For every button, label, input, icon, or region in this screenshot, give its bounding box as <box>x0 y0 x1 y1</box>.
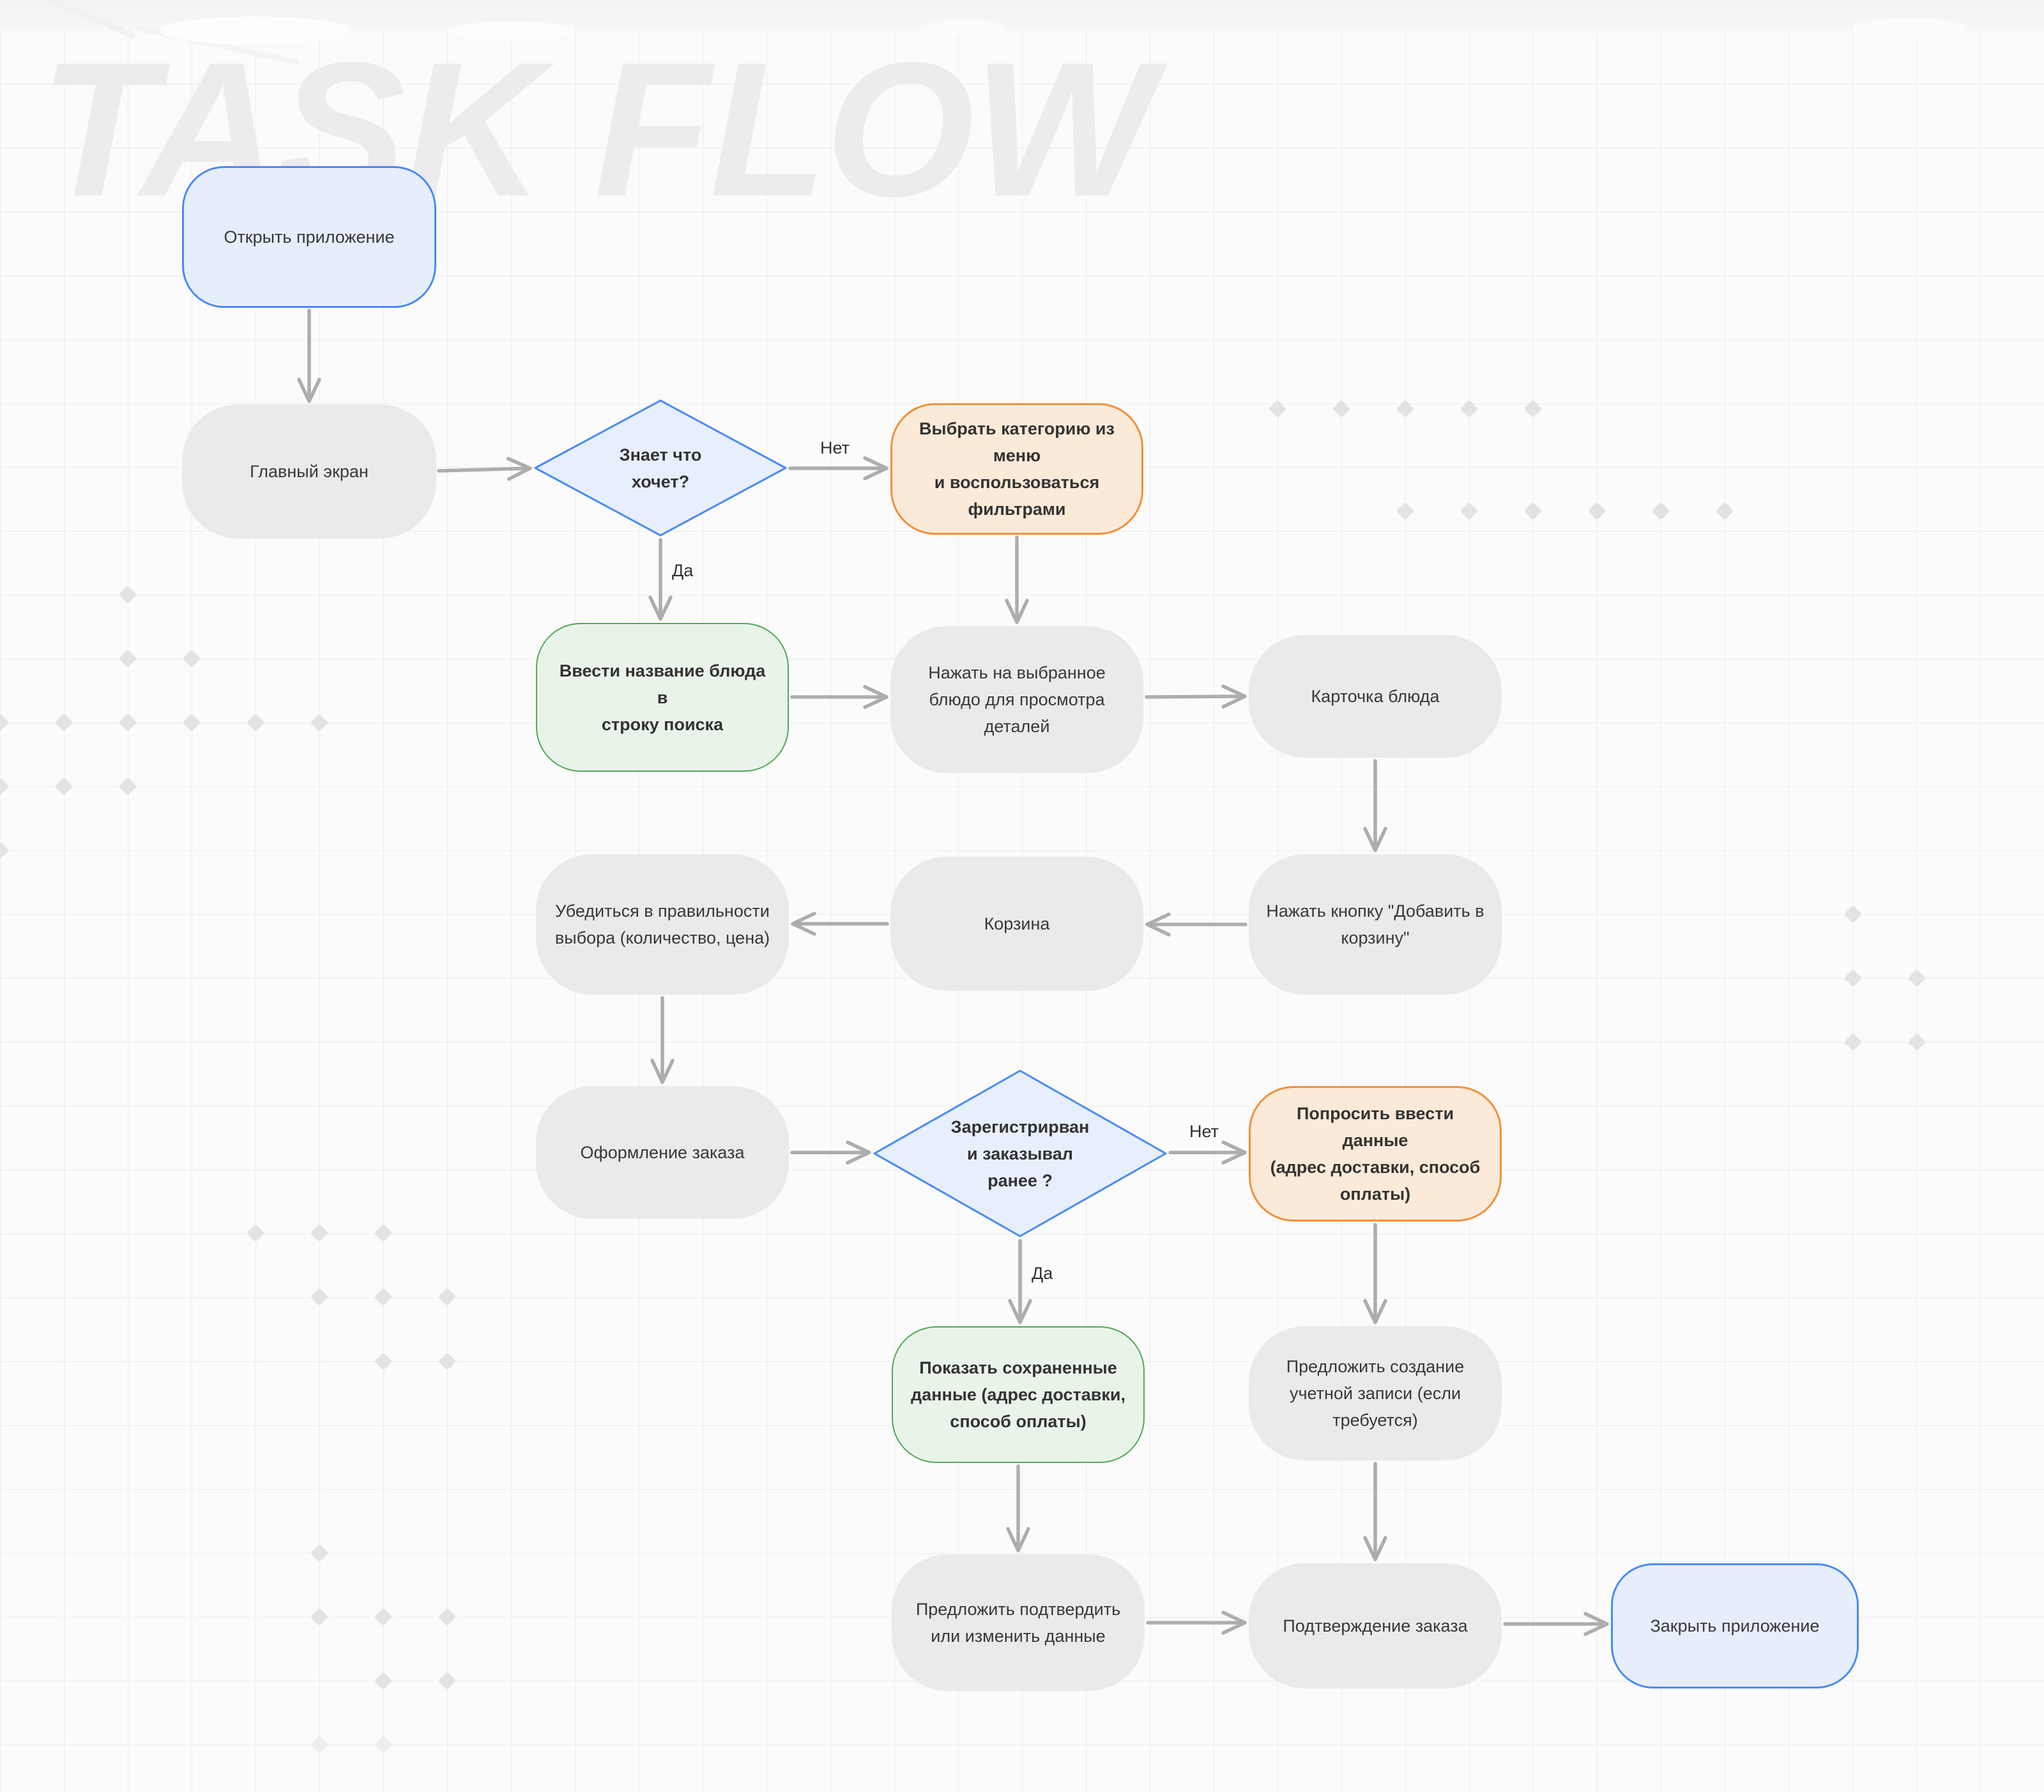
node-label: Предложить подтвердить или изменить данн… <box>915 1600 1121 1646</box>
node-label: Открыть приложение <box>224 227 395 247</box>
edge-label-yes: Да <box>1032 1264 1053 1283</box>
node-label: Подтверждение заказа <box>1283 1616 1468 1635</box>
node-add-to-cart[interactable]: Нажать кнопку "Добавить в корзину" <box>1249 854 1502 995</box>
node-knows-what-wants[interactable]: Знает что хочет? <box>534 399 787 537</box>
node-label: Карточка блюда <box>1311 687 1440 706</box>
node-label: Выбрать категорию из меню и воспользоват… <box>919 419 1115 519</box>
node-label: Корзина <box>984 914 1050 933</box>
node-label: Закрыть приложение <box>1650 1616 1820 1635</box>
decision-diamond-shape <box>873 1069 1167 1237</box>
node-dish-card[interactable]: Карточка блюда <box>1249 635 1502 758</box>
node-tap-dish[interactable]: Нажать на выбранное блюдо для просмотра … <box>890 626 1143 773</box>
node-label: Нажать кнопку "Добавить в корзину" <box>1266 901 1484 947</box>
edge-label-yes: Да <box>672 561 694 580</box>
node-label: Знает что хочет? <box>619 445 702 491</box>
node-show-saved-data[interactable]: Показать сохраненные данные (адрес доста… <box>892 1326 1145 1463</box>
node-verify-choice[interactable]: Убедиться в правильности выбора (количес… <box>536 854 789 995</box>
node-label: Убедиться в правильности выбора (количес… <box>554 901 770 947</box>
node-order-confirmation[interactable]: Подтверждение заказа <box>1249 1563 1502 1689</box>
node-checkout[interactable]: Оформление заказа <box>536 1086 789 1219</box>
top-band-blob <box>1852 18 1967 38</box>
node-offer-account[interactable]: Предложить создание учетной записи (если… <box>1249 1326 1502 1460</box>
node-close-app[interactable]: Закрыть приложение <box>1611 1563 1859 1689</box>
top-band-blob <box>160 17 351 45</box>
edge-label-no: Нет <box>1189 1122 1219 1141</box>
node-label: Главный экран <box>250 462 369 481</box>
node-confirm-or-edit[interactable]: Предложить подтвердить или изменить данн… <box>892 1554 1145 1691</box>
node-main-screen[interactable]: Главный экран <box>182 404 436 539</box>
node-registered-before[interactable]: Зарегистрирван и заказывал ранее ? <box>873 1069 1167 1237</box>
node-label: Зарегистрирван и заказывал ранее ? <box>950 1117 1090 1190</box>
node-enter-dish-name[interactable]: Ввести название блюда в строку поиска <box>536 623 789 772</box>
top-band-blob <box>926 19 1003 36</box>
node-open-app[interactable]: Открыть приложение <box>182 166 436 308</box>
node-label: Оформление заказа <box>580 1143 745 1162</box>
node-label: Нажать на выбранное блюдо для просмотра … <box>928 663 1106 736</box>
edge-label-no: Нет <box>820 438 850 457</box>
node-label: Ввести название блюда в строку поиска <box>559 661 766 734</box>
node-ask-enter-data[interactable]: Попросить ввести данные (адрес доставки,… <box>1249 1086 1502 1221</box>
node-label: Попросить ввести данные (адрес доставки,… <box>1270 1104 1481 1204</box>
flow-arrow-6 <box>1145 684 1247 708</box>
flow-arrow-1 <box>437 457 532 481</box>
top-band-blob <box>447 22 575 41</box>
decision-diamond-shape <box>534 399 787 537</box>
node-cart[interactable]: Корзина <box>890 857 1143 991</box>
node-label: Показать сохраненные данные (адрес доста… <box>911 1358 1125 1431</box>
node-choose-category[interactable]: Выбрать категорию из меню и воспользоват… <box>890 403 1143 535</box>
node-label: Предложить создание учетной записи (если… <box>1286 1357 1465 1430</box>
